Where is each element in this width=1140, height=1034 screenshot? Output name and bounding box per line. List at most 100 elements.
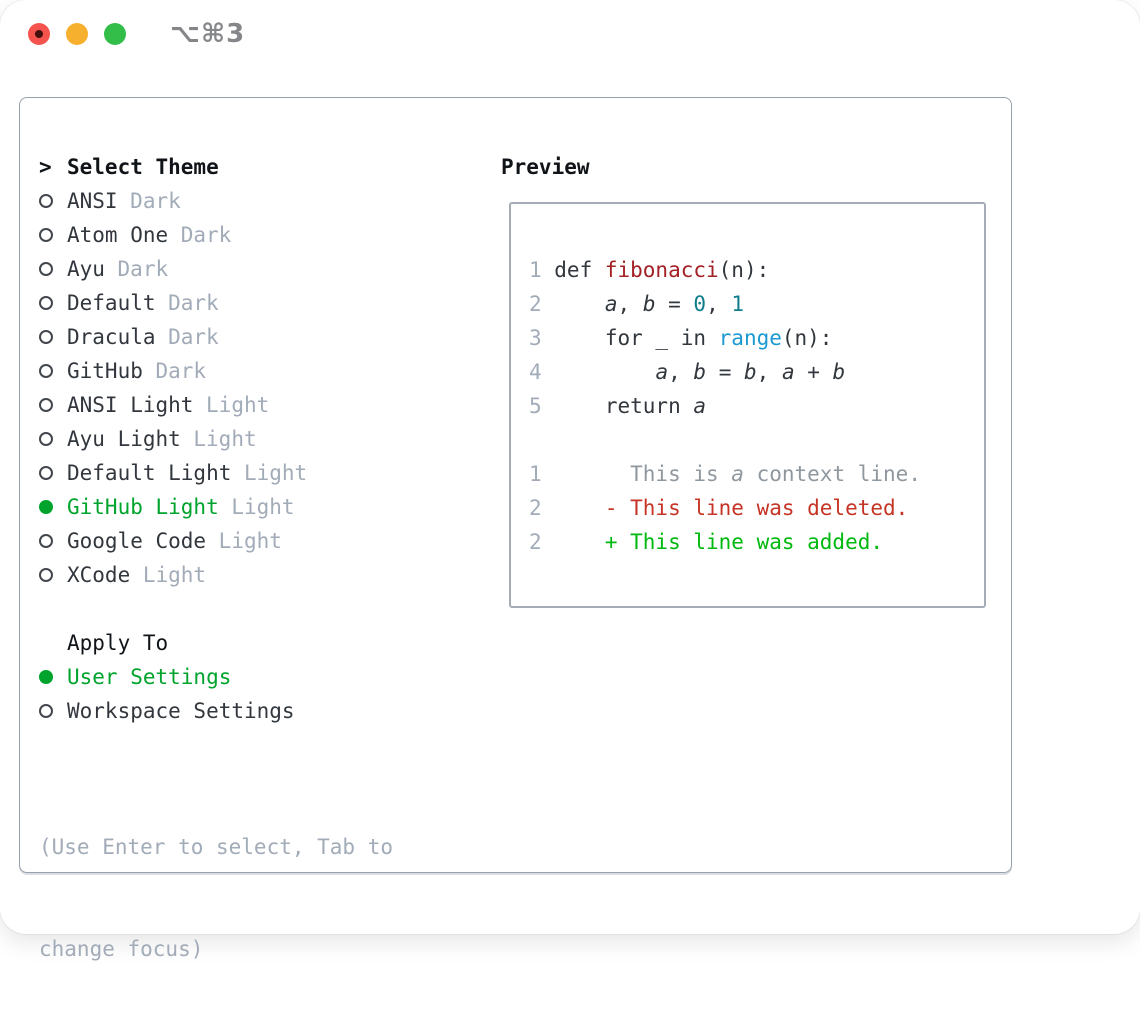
theme-variant: Dark	[168, 325, 219, 349]
theme-variant: Light	[231, 495, 295, 519]
code-token: context line.	[743, 462, 921, 486]
radio-marker	[39, 262, 67, 276]
minimize-button[interactable]	[66, 23, 88, 45]
code-token: ,	[617, 292, 643, 316]
apply-option-workspace-settings[interactable]: Workspace Settings	[39, 694, 295, 728]
theme-variant: Dark	[180, 223, 232, 247]
radio-marker	[39, 228, 67, 242]
code-preview: 1 def fibonacci(n): 2 a, b = 0, 1 3 for _ …	[529, 253, 921, 559]
radio-icon	[39, 534, 53, 548]
theme-variant: Dark	[155, 359, 207, 383]
apply-option-user-settings[interactable]: User Settings	[39, 660, 295, 694]
code-line: 3 for _ in range(n):	[529, 321, 921, 355]
close-button[interactable]	[28, 23, 50, 45]
radio-icon	[39, 364, 53, 378]
preview-heading: Preview	[501, 155, 590, 179]
theme-name: GitHub Light	[67, 495, 219, 519]
radio-marker	[39, 670, 67, 684]
code-token: 0	[693, 292, 707, 316]
code-token: for _ in	[541, 326, 719, 350]
code-token: + This line was added.	[541, 530, 884, 554]
code-token: a	[731, 462, 744, 486]
theme-name: Dracula	[67, 325, 156, 349]
code-token: ,	[756, 360, 782, 384]
theme-name: Ayu Light	[67, 427, 181, 451]
titlebar: ⌥⌘3	[0, 0, 1140, 70]
radio-icon	[39, 568, 53, 582]
code-token: fibonacci	[604, 258, 719, 282]
window-title: ⌥⌘3	[170, 19, 246, 49]
code-line: 1 def fibonacci(n):	[529, 253, 921, 287]
radio-marker	[39, 330, 67, 344]
theme-name: Google Code	[67, 529, 207, 553]
radio-icon	[39, 296, 53, 310]
theme-name: ANSI	[67, 189, 118, 213]
theme-option-dracula[interactable]: Dracula Dark	[39, 320, 307, 354]
theme-option-atom-one[interactable]: Atom One Dark	[39, 218, 307, 252]
code-token: b	[642, 292, 656, 316]
theme-option-github-light[interactable]: GitHub Light Light	[39, 490, 307, 524]
radio-icon	[39, 704, 53, 718]
code-token: ,	[668, 360, 694, 384]
radio-selected-icon	[39, 670, 53, 684]
theme-option-ansi-light[interactable]: ANSI Light Light	[39, 388, 307, 422]
radio-marker	[39, 704, 67, 718]
zoom-button[interactable]	[104, 23, 126, 45]
code-token: b	[743, 360, 757, 384]
line-number: 2	[529, 530, 542, 554]
theme-variant: Light	[243, 461, 308, 485]
apply-option-label: User Settings	[67, 665, 232, 689]
radio-icon	[39, 432, 53, 446]
radio-marker	[39, 194, 67, 208]
line-number: 3	[529, 326, 542, 350]
theme-variant: Dark	[168, 291, 219, 315]
code-token: b	[693, 360, 707, 384]
radio-icon	[39, 466, 53, 480]
apply-option-label: Workspace Settings	[67, 699, 295, 723]
theme-name: Atom One	[67, 223, 169, 247]
line-number: 1	[529, 462, 542, 486]
line-number: 2	[529, 292, 542, 316]
theme-option-ayu-light[interactable]: Ayu Light Light	[39, 422, 307, 456]
code-token: =	[706, 360, 744, 384]
theme-variant: Light	[142, 563, 207, 587]
line-number: 4	[529, 360, 542, 384]
code-token: +	[794, 360, 833, 384]
help-line-2: change focus)	[39, 937, 204, 961]
prompt-marker: >	[39, 155, 67, 179]
line-number: 1	[529, 258, 542, 282]
code-token: return	[541, 394, 694, 418]
apply-to-heading: Apply To	[67, 631, 169, 655]
code-line: 2 - This line was deleted.	[529, 491, 921, 525]
code-line: 2 + This line was added.	[529, 525, 921, 559]
code-token: a	[781, 360, 795, 384]
theme-variant: Dark	[117, 257, 169, 281]
code-token: def	[541, 258, 605, 282]
code-token: (n):	[718, 258, 770, 282]
help-line-1: (Use Enter to select, Tab to	[39, 835, 394, 859]
theme-name: ANSI Light	[67, 393, 194, 417]
radio-marker	[39, 296, 67, 310]
radio-marker	[39, 398, 67, 412]
theme-variant: Light	[193, 427, 257, 451]
radio-icon	[39, 228, 53, 242]
radio-marker	[39, 364, 67, 378]
code-token	[542, 360, 656, 384]
code-line	[529, 423, 921, 457]
line-number: 2	[529, 496, 542, 520]
apply-to-heading-row: Apply To	[39, 626, 295, 660]
code-token: This is	[541, 462, 732, 486]
radio-icon	[39, 262, 53, 276]
code-token: b	[832, 360, 846, 384]
theme-variant: Light	[206, 393, 270, 417]
radio-marker	[39, 568, 67, 582]
